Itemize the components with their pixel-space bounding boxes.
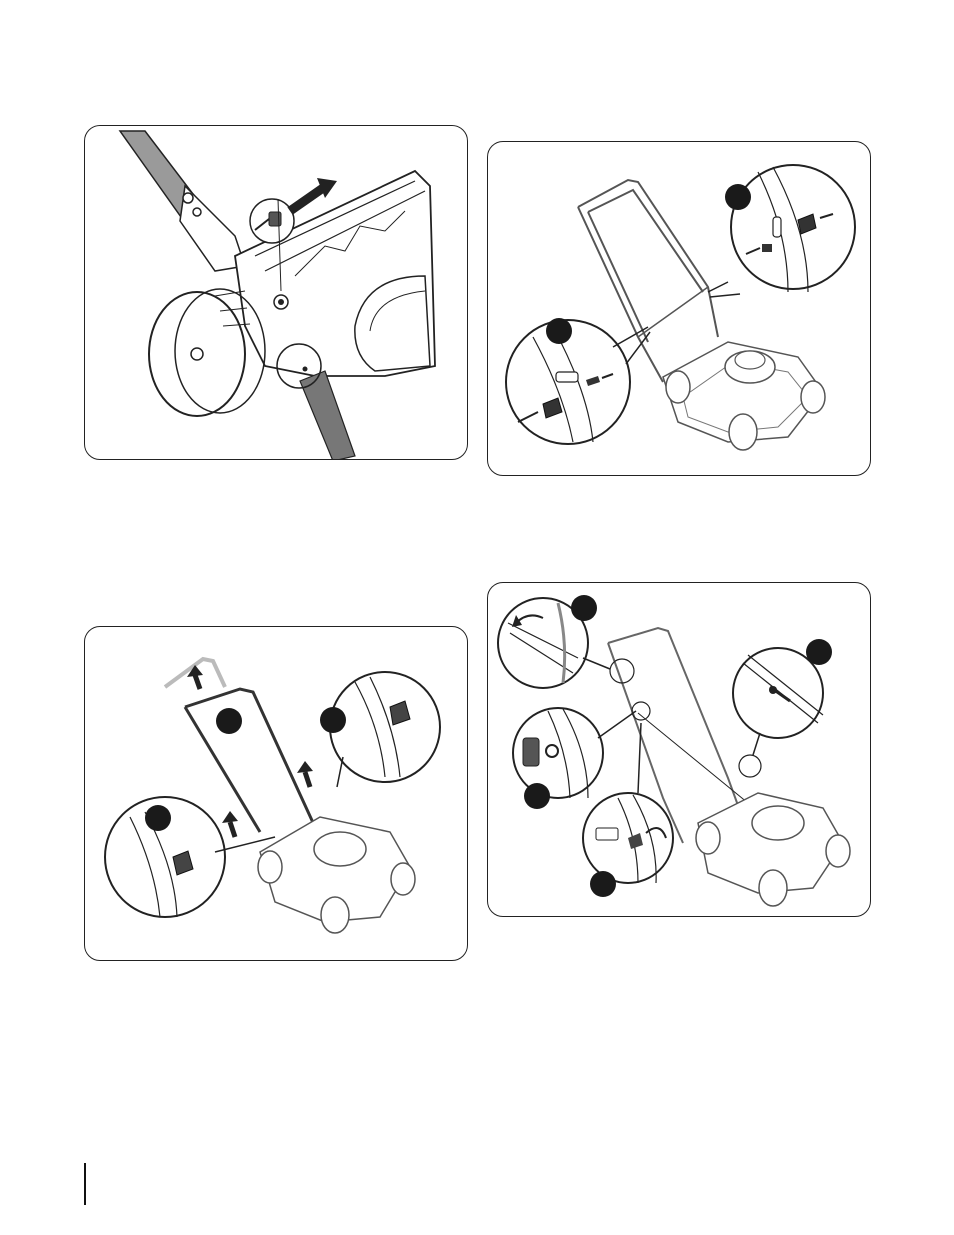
illustration-panel-2	[487, 141, 871, 476]
rope-guide-icon	[596, 828, 618, 840]
wheel-icon	[258, 851, 282, 883]
illustration-panel-3	[84, 626, 468, 961]
wheel-icon	[666, 371, 690, 403]
step-badge	[145, 805, 171, 831]
illustration-panel-4	[487, 582, 871, 917]
arrow-icon	[290, 178, 337, 211]
bolt-icon	[762, 244, 772, 252]
step-badge	[806, 639, 832, 665]
rope-guide-illustration	[488, 583, 871, 917]
arrow-icon	[297, 761, 313, 787]
wheel-icon	[696, 822, 720, 854]
step-badge	[320, 707, 346, 733]
page-margin-rule	[84, 1163, 86, 1205]
step-badge	[590, 871, 616, 897]
step-badge	[524, 783, 550, 809]
step-badge	[571, 595, 597, 621]
illustration-panel-1	[84, 125, 468, 460]
upper-handle-illustration	[85, 627, 468, 961]
lower-handle-illustration	[488, 142, 871, 476]
wheel-bracket-illustration	[85, 126, 468, 460]
step-badge	[216, 708, 242, 734]
step-badge	[725, 184, 751, 210]
arrow-icon	[222, 811, 238, 837]
step-badge	[546, 318, 572, 344]
